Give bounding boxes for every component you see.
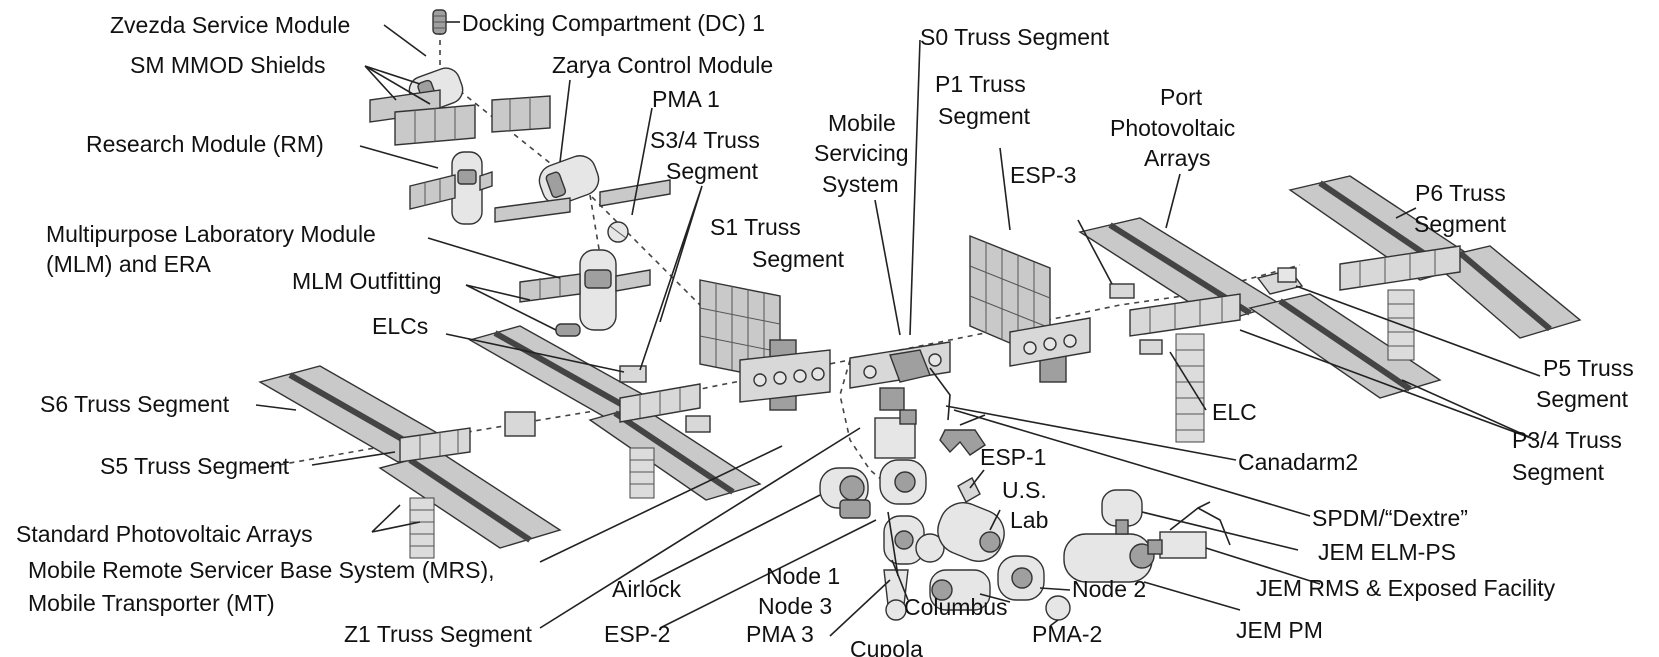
label-node1: Node 1 — [766, 563, 840, 589]
label-mss-line1: Mobile — [828, 110, 896, 136]
label-pma3: PMA 3 — [746, 621, 814, 647]
label-zvezda: Zvezda Service Module — [110, 12, 350, 38]
label-rm: Research Module (RM) — [86, 131, 324, 157]
label-p34-line2: Segment — [1512, 459, 1605, 485]
label-s0: S0 Truss Segment — [920, 24, 1110, 50]
esp3-platform — [1110, 284, 1134, 298]
label-mrs-line1: Mobile Remote Servicer Base System (MRS)… — [28, 557, 495, 583]
canadarm2-and-dextre — [940, 415, 985, 455]
s0-truss-and-mss — [850, 342, 950, 420]
label-cupola: Cupola — [850, 636, 923, 657]
label-p6-line1: P6 Truss — [1415, 180, 1506, 206]
label-mlm-line2: (MLM) and ERA — [46, 251, 212, 277]
us-lab-module — [931, 496, 1012, 569]
label-mlm-line1: Multipurpose Laboratory Module — [46, 221, 376, 247]
label-jem-elm-ps: JEM ELM-PS — [1318, 539, 1456, 565]
label-spa: Standard Photovoltaic Arrays — [16, 521, 313, 547]
zarya-control-module — [495, 151, 670, 242]
label-mss-line2: Servicing — [814, 140, 909, 166]
label-s34-line1: S3/4 Truss — [650, 127, 760, 153]
label-mlm-outfitting: MLM Outfitting — [292, 268, 442, 294]
label-p5-line1: P5 Truss — [1543, 355, 1634, 381]
label-ppa-line1: Port — [1160, 84, 1203, 110]
label-canadarm2: Canadarm2 — [1238, 449, 1358, 475]
label-p1-line1: P1 Truss — [935, 71, 1026, 97]
label-jem-pm: JEM PM — [1236, 617, 1323, 643]
node1-module — [880, 460, 926, 504]
p1-truss-segment — [970, 236, 1090, 382]
label-mss-line3: System — [822, 171, 899, 197]
label-z1: Z1 Truss Segment — [344, 621, 533, 647]
label-pma2: PMA-2 — [1032, 621, 1102, 647]
s1-truss-segment — [700, 280, 830, 410]
label-columbus: Columbus — [904, 594, 1008, 620]
label-elcs: ELCs — [372, 313, 428, 339]
pma2-module — [1046, 596, 1070, 620]
label-pma1: PMA 1 — [652, 86, 720, 112]
label-us-lab-line1: U.S. — [1002, 477, 1047, 503]
jem-elm-ps-module — [1102, 490, 1142, 534]
label-node2: Node 2 — [1072, 576, 1146, 602]
label-spdm: SPDM/“Dextre” — [1312, 505, 1468, 531]
label-zarya: Zarya Control Module — [552, 52, 773, 78]
label-s5: S5 Truss Segment — [100, 453, 290, 479]
label-p1-line2: Segment — [938, 103, 1031, 129]
esp-platforms — [958, 478, 980, 502]
label-s1-line1: S1 Truss — [710, 214, 801, 240]
label-ppa-line3: Arrays — [1144, 145, 1210, 171]
elc-starboard-lower — [686, 416, 710, 432]
label-dc1: Docking Compartment (DC) 1 — [462, 10, 765, 36]
label-esp2: ESP-2 — [604, 621, 670, 647]
label-airlock: Airlock — [612, 576, 682, 602]
label-p5-line2: Segment — [1536, 386, 1629, 412]
jem-pm-module — [1064, 534, 1154, 582]
label-esp1: ESP-1 — [980, 444, 1046, 470]
label-node3: Node 3 — [758, 593, 832, 619]
label-p34-line1: P3/4 Truss — [1512, 427, 1622, 453]
label-s6: S6 Truss Segment — [40, 391, 230, 417]
airlock-module — [820, 468, 870, 518]
label-p6-line2: Segment — [1414, 211, 1507, 237]
elc-starboard-upper — [620, 366, 646, 382]
label-jem-rms: JEM RMS & Exposed Facility — [1256, 575, 1556, 601]
z1-truss-segment — [875, 410, 916, 458]
label-mrs-line2: Mobile Transporter (MT) — [28, 590, 275, 616]
label-elc: ELC — [1212, 399, 1257, 425]
label-s1-line2: Segment — [752, 246, 845, 272]
elc-port — [1140, 340, 1162, 354]
label-esp3: ESP-3 — [1010, 162, 1076, 188]
mlm-and-era — [520, 250, 650, 336]
label-s34-line2: Segment — [666, 158, 759, 184]
p5-truss-segment — [1258, 268, 1302, 294]
docking-compartment-dc1 — [433, 10, 446, 34]
label-sm-mmod: SM MMOD Shields — [130, 52, 326, 78]
label-us-lab-line2: Lab — [1010, 507, 1048, 533]
label-ppa-line2: Photovoltaic — [1110, 115, 1235, 141]
